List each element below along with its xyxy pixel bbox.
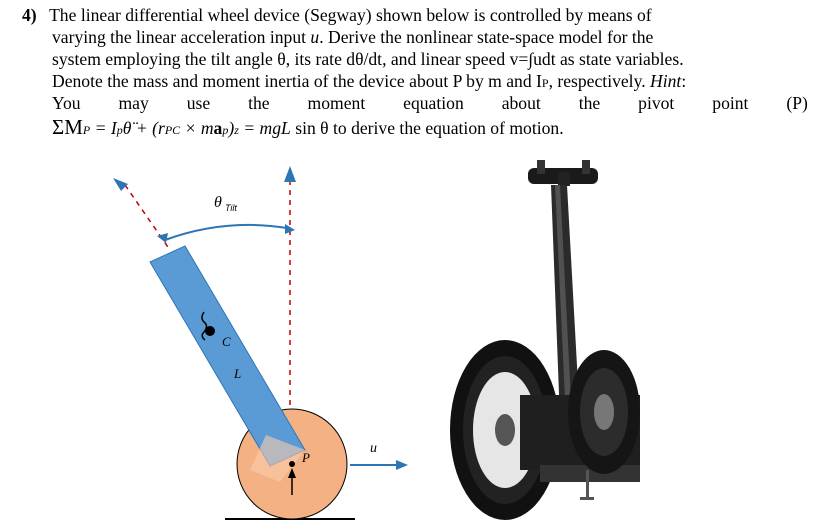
rod-wheel-overlap [250,435,305,482]
problem-line-1: 4) The linear differential wheel device … [22,4,652,26]
word: about [501,93,541,113]
line-2-text-b: . Derive the nonlinear state-space model… [319,27,654,47]
hint-label: Hint [650,71,682,91]
line-4-text-b: , respectively. [548,71,651,91]
tilt-reference-line [124,184,171,251]
problem-number: 4) [22,5,37,25]
word: the [578,93,601,113]
moment-symbol [201,311,208,341]
arc-arrow-right [285,224,295,234]
word: You [52,93,81,113]
line-4-subscript: P [541,76,549,90]
hint-colon: : [681,71,687,91]
tilt-arrowhead [113,178,128,191]
u-label: u [370,441,377,456]
pendulum-rod [149,245,306,467]
word: equation [403,93,464,113]
line-2-text-a: varying the linear acceleration input [52,27,311,47]
input-variable-u: u [310,27,320,47]
segway-photo [450,160,640,520]
word: point [712,93,749,113]
word: moment [307,93,366,113]
vertical-arrowhead [284,166,296,182]
arc-arrow-left [157,233,168,243]
theta-subscript: Tilt [225,203,237,213]
problem-line-2: varying the linear acceleration input u.… [52,26,653,48]
center-of-mass-dot [205,326,215,336]
moment-equation-sum: ΣM [52,115,83,139]
word: pivot [638,93,675,113]
l-label: L [233,366,241,381]
pivot-dot [289,461,295,467]
word: may [118,93,149,113]
reaction-arrowhead [288,468,296,478]
word: (P) [786,93,808,113]
line-3-text: system employing the tilt angle θ, its r… [52,49,684,69]
problem-line-4: Denote the mass and moment inertia of th… [52,70,686,94]
p-label: P [301,450,310,465]
theta-label: θ [214,194,222,211]
equation-tail-text: to derive the equation of motion. [328,118,564,138]
moment-equation-line: ΣMP = Ipθ̈ + (rPC × map)z = mgL sin θ to… [52,115,564,139]
line-4-text-a: Denote the mass and moment inertia of th… [52,71,542,91]
u-arrowhead [396,460,408,470]
line-1-text: The linear differential wheel device (Se… [49,5,652,25]
c-label: C [222,334,231,349]
problem-line-5: You may use the moment equation about th… [52,92,808,114]
word: the [248,93,270,113]
problem-line-3: system employing the tilt angle θ, its r… [52,48,684,70]
tilt-angle-arc [164,223,288,241]
word: use [186,93,211,113]
